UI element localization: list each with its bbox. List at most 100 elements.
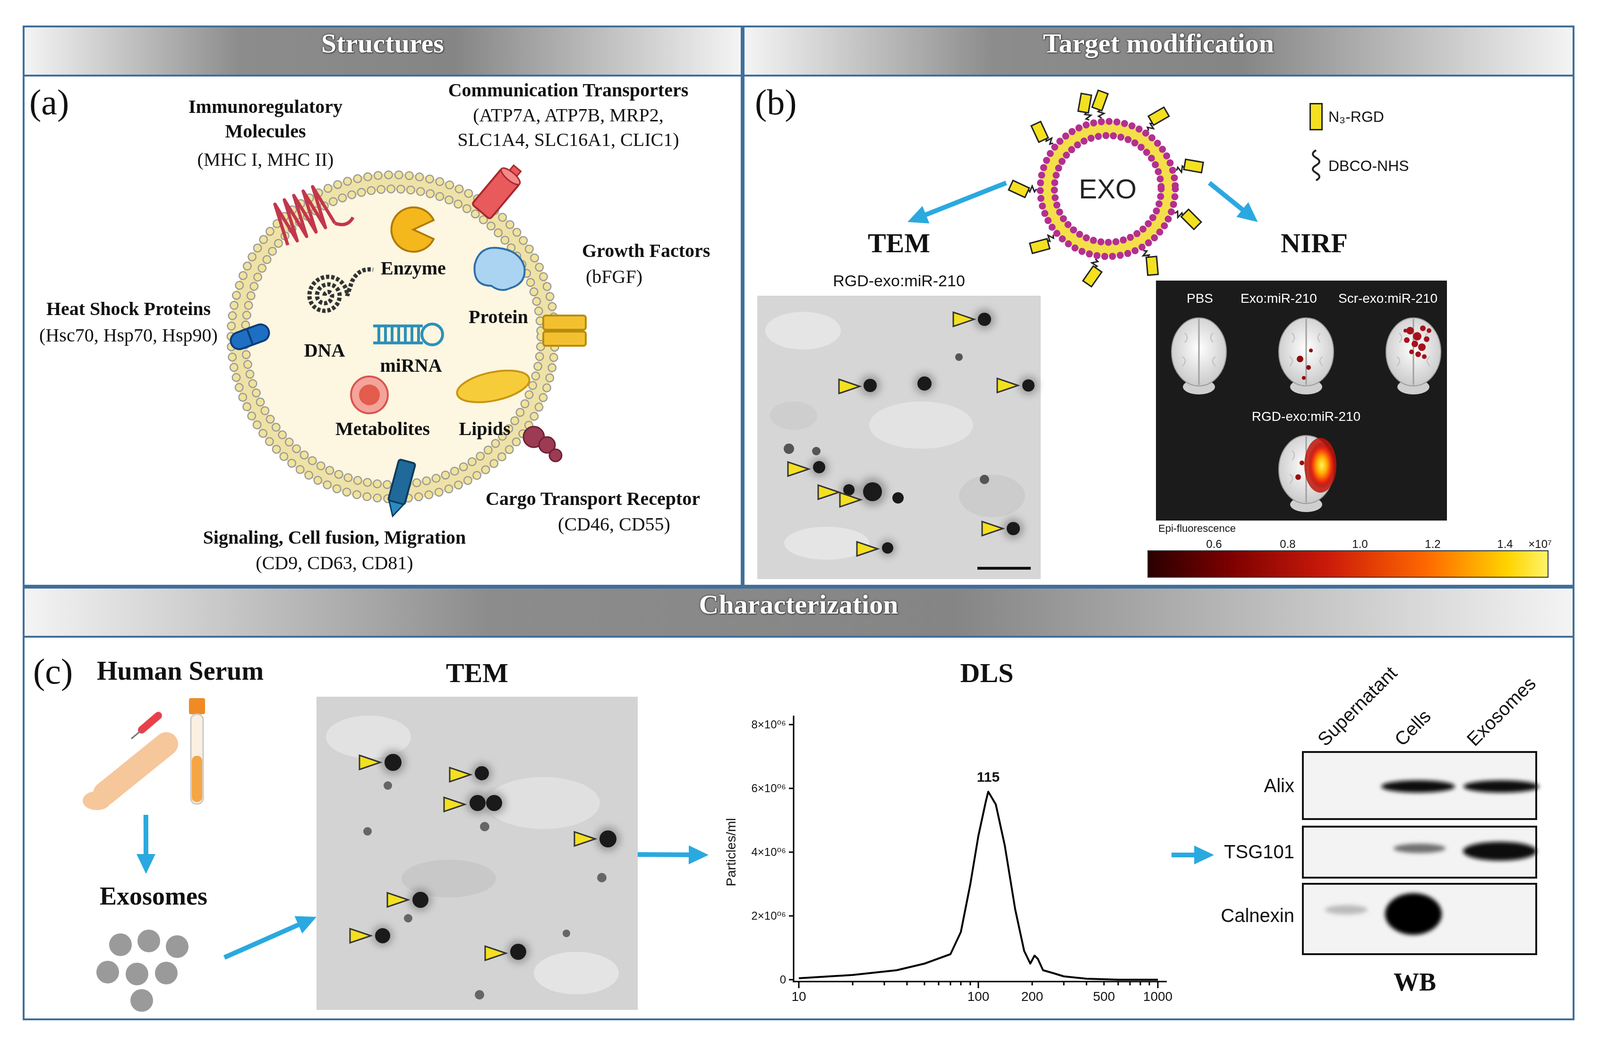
metabolite-icon — [359, 384, 380, 406]
dls-axes — [788, 715, 1167, 989]
western-blot — [1393, 843, 1446, 854]
cargo-label: DNA — [304, 338, 346, 363]
tem-micrograph — [316, 696, 638, 1010]
arrow-shaft — [1209, 182, 1247, 214]
tem-micrograph — [783, 443, 795, 454]
mirna-hairpin — [421, 324, 443, 345]
heat-shock-pill — [228, 322, 272, 352]
tem-micrograph — [839, 492, 861, 507]
vesicle-membrane — [245, 188, 541, 485]
tem-micrograph — [372, 925, 394, 947]
tem-micrograph — [412, 891, 429, 908]
arrow-head — [136, 854, 156, 874]
enzyme-icon — [391, 207, 434, 252]
protein-blob — [474, 247, 525, 291]
growth-factor-icon — [543, 331, 586, 346]
arrow-head — [1236, 202, 1258, 223]
tem-micrograph — [982, 521, 1003, 536]
nirf-image — [1299, 460, 1305, 466]
method-heading: DLS — [960, 657, 1014, 690]
signaling-rod — [388, 459, 416, 505]
cargo-receptor-icon — [549, 449, 562, 462]
vesicle-outline — [1146, 256, 1158, 276]
arrow-head — [294, 916, 317, 934]
nirf-image — [1409, 349, 1414, 355]
image-box: TEMRGD-exo:miR-210 — [757, 222, 1041, 582]
tem-micrograph — [757, 295, 1041, 580]
vesicle-outline — [1047, 128, 1169, 250]
protein-label: Alix — [1264, 774, 1295, 797]
component-label: Communication Transporters — [448, 77, 689, 103]
tem-micrograph — [375, 928, 391, 944]
lane-label: Cells — [1389, 705, 1435, 751]
vesicle-membrane — [231, 174, 556, 499]
nirf-image — [1403, 337, 1410, 343]
flow-arrow — [1171, 845, 1215, 865]
nirf-image — [1296, 348, 1313, 380]
vesicle-outline — [1183, 159, 1204, 173]
colorbar-tick: 1.4 — [1497, 537, 1513, 551]
mhc-helix — [269, 176, 355, 250]
tem-micrograph — [533, 951, 619, 995]
tem-micrograph — [917, 376, 932, 391]
vesicle-outline — [1172, 205, 1205, 232]
axis-tick: 10 — [791, 989, 806, 1005]
colorbar-tick: 0.6 — [1206, 537, 1222, 551]
cargo-label: miRNA — [379, 353, 442, 378]
colorbar-title: Epi-fluorescence — [1158, 522, 1236, 535]
lipid-capsule — [453, 364, 532, 408]
mirna-hairpin — [373, 324, 443, 345]
nirf-image — [1411, 340, 1419, 348]
panel-letter: (c) — [33, 651, 73, 692]
signaling-rod — [384, 459, 416, 519]
tem-micrograph — [914, 373, 935, 394]
heat-shock-pill — [247, 329, 253, 344]
lipid-capsule — [453, 364, 532, 408]
cargo-label: Lipids — [459, 416, 511, 442]
exosome-dots — [125, 962, 149, 986]
tem-micrograph — [977, 312, 992, 326]
western-blot — [1302, 883, 1537, 955]
component-examples: (MHC I, MHC II) — [197, 147, 334, 172]
dna-spiral — [309, 269, 374, 311]
tem-micrograph — [838, 379, 860, 394]
colorbar-tick: 1.2 — [1424, 537, 1441, 551]
tem-micrograph — [474, 766, 489, 781]
blood-tube — [191, 755, 203, 803]
axis-tick: 8×10⁰⁶ — [751, 718, 787, 732]
dls-curve — [798, 791, 1158, 980]
tem-micrograph — [787, 462, 809, 477]
western-blot — [1381, 780, 1455, 793]
component-label: Immunoregulatory Molecules — [152, 94, 379, 144]
group-label: RGD-exo:miR-210 — [1251, 409, 1361, 425]
vesicle-outline — [1136, 246, 1165, 280]
tem-micrograph — [444, 797, 465, 812]
flow-arrow — [136, 814, 156, 874]
tem-micrograph — [316, 696, 638, 1010]
exosome-dots — [109, 933, 132, 957]
peak-label: 115 — [976, 769, 1000, 786]
vesicle-membrane — [238, 181, 548, 492]
vesicle-outline — [1082, 265, 1102, 287]
tem-micrograph — [597, 872, 607, 883]
tem-micrograph — [562, 929, 571, 938]
dls-curve — [798, 791, 1158, 980]
transporter-cylinder — [498, 165, 523, 188]
panel-header: Target modification — [744, 27, 1573, 77]
vesicle-outline — [1092, 90, 1109, 111]
western-blot — [1325, 905, 1368, 915]
panel-header: Characterization — [24, 588, 1573, 638]
exosome-dots — [165, 935, 189, 959]
arm-illustration — [82, 715, 167, 811]
tem-micrograph — [859, 375, 881, 396]
nirf-image — [1295, 474, 1301, 480]
nirf-image — [1420, 325, 1426, 332]
chart-box: DLS — [708, 651, 1172, 1011]
tem-micrograph — [363, 827, 372, 836]
western-blot — [1302, 752, 1540, 955]
dls-axes — [852, 981, 1150, 986]
protein-label: Calnexin — [1220, 904, 1295, 927]
group-label: Exo:miR-210 — [1240, 290, 1318, 307]
group-label: PBS — [1186, 290, 1214, 307]
tem-micrograph — [363, 781, 607, 1000]
